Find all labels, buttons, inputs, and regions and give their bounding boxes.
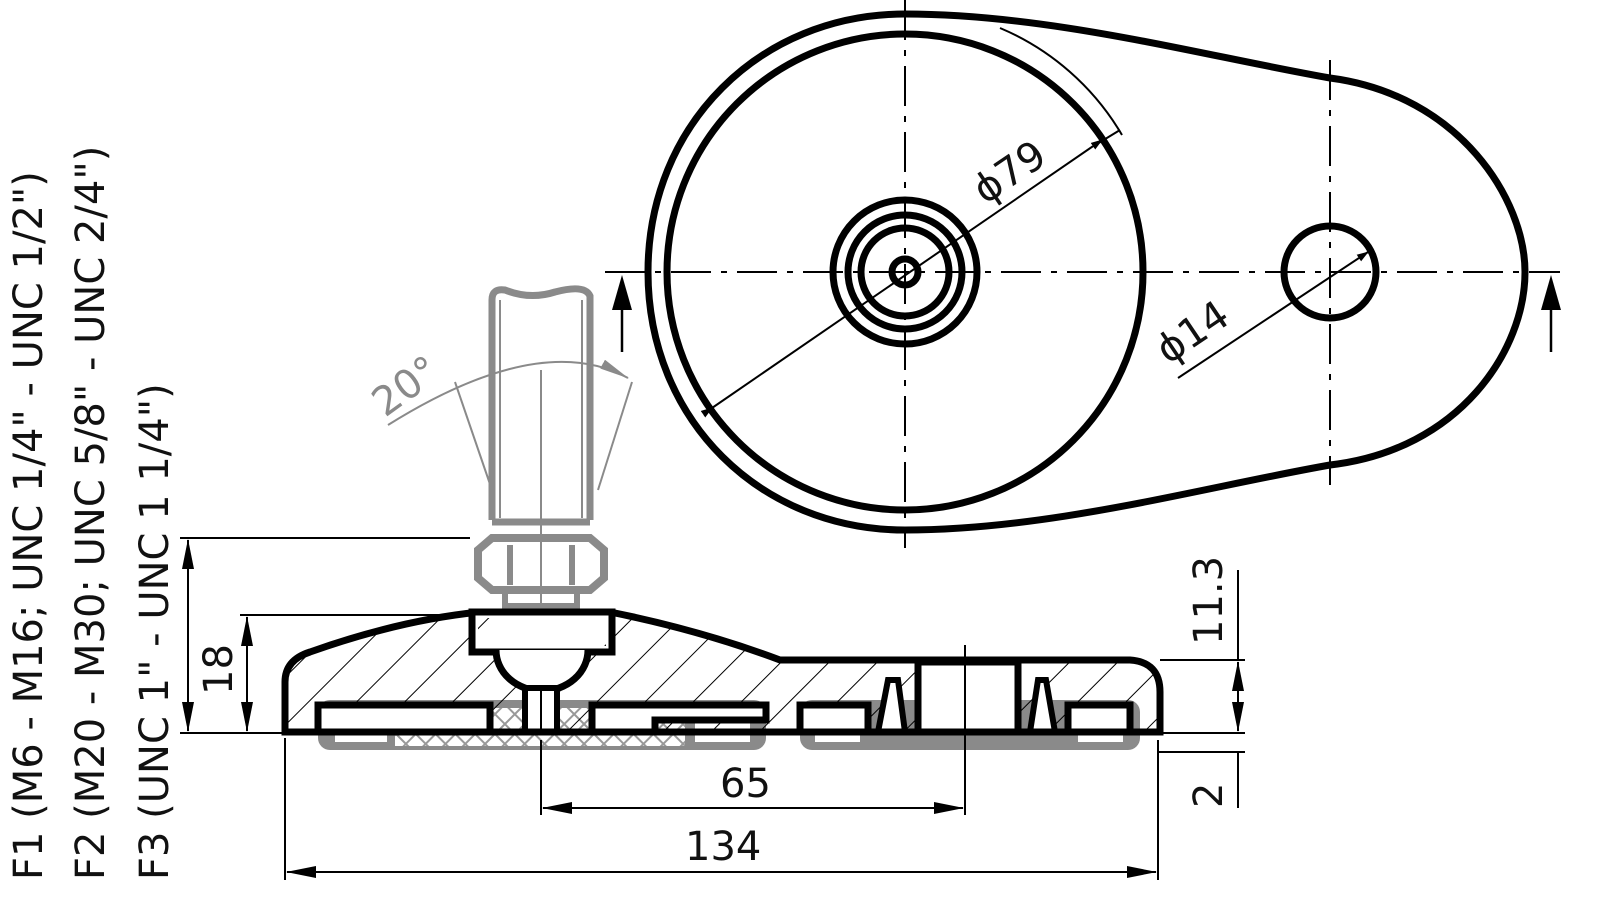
- pad-thickness-label: 2: [1186, 783, 1232, 808]
- height-18-label: 18: [196, 644, 242, 695]
- height-11-3-label: 11.3: [1186, 556, 1232, 645]
- top-view: ϕ79 ϕ14: [605, 0, 1561, 548]
- side-dimensions: [180, 537, 1245, 880]
- thread-variant-labels: F1 (M6 - M16; UNC 1/4" - UNC 1/2") F2 (M…: [6, 146, 178, 880]
- overall-length-label: 134: [685, 824, 761, 870]
- side-section-view: [281, 608, 1164, 815]
- tilt-angle-label: 20°: [364, 347, 448, 426]
- diameter-14-label: ϕ14: [1148, 292, 1238, 373]
- diameter-79-label: ϕ79: [965, 132, 1055, 213]
- variant-f1-label: F1 (M6 - M16; UNC 1/4" - UNC 1/2"): [6, 171, 52, 880]
- hole-spacing-label: 65: [720, 761, 771, 807]
- variant-f2-label: F2 (M20 - M30; UNC 5/8" - UNC 2/4"): [68, 146, 114, 880]
- variant-f3-label: F3 (UNC 1" - UNC 1 1/4"): [132, 383, 178, 880]
